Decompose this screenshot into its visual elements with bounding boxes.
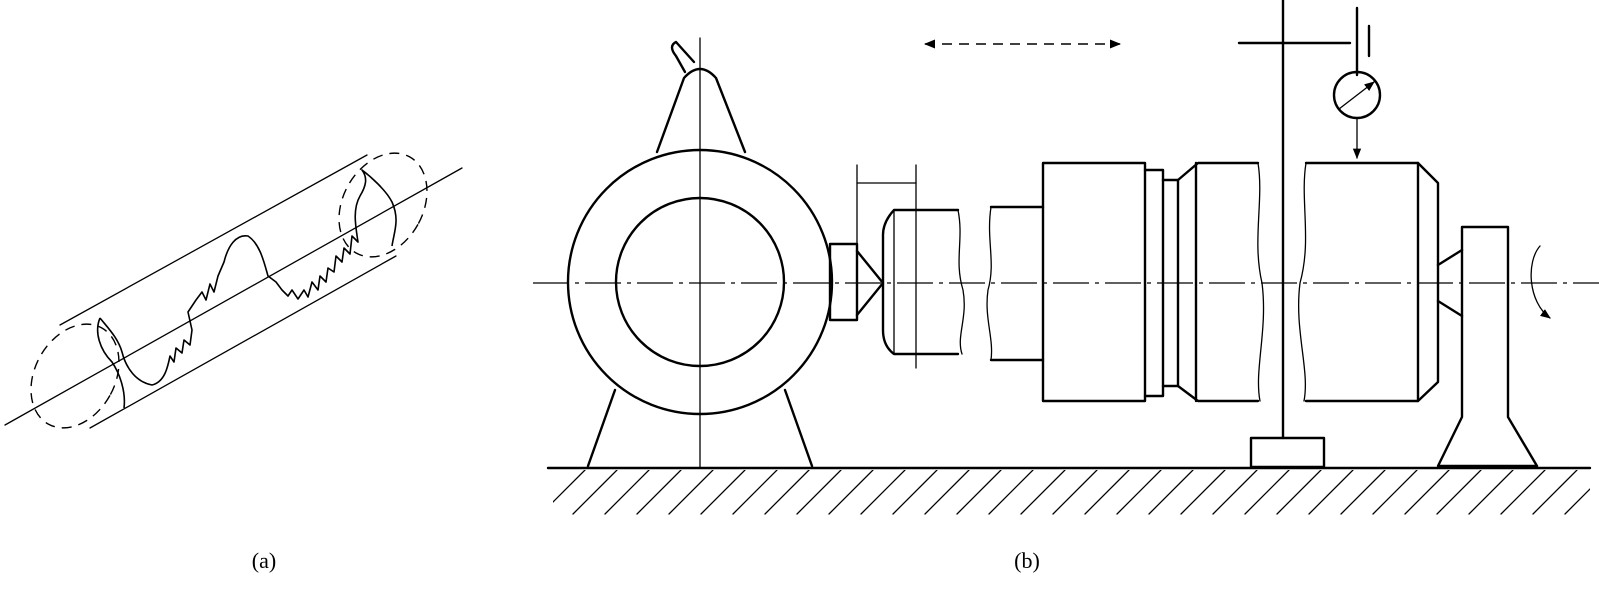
hatch-line — [828, 470, 874, 515]
hatch-line — [636, 470, 682, 515]
indicator-stand — [1237, 0, 1382, 469]
shaft-end-outline — [881, 208, 960, 356]
hatch-line — [860, 470, 906, 515]
hatch-line — [572, 470, 618, 515]
hatch-line — [1180, 470, 1226, 515]
headstock — [566, 37, 885, 469]
hatch-line — [604, 470, 650, 515]
headstock-handle — [670, 40, 696, 74]
dimension-bracket — [856, 164, 917, 369]
panel-b-setup — [533, 0, 1599, 515]
label-a: (a) — [252, 548, 276, 573]
break-line-4 — [1297, 162, 1307, 402]
workpiece-end-section — [881, 208, 965, 356]
hatch-line — [1564, 488, 1590, 515]
hatch-line — [1436, 470, 1482, 515]
hatch-line — [956, 470, 1002, 515]
left-end-ellipse — [30, 323, 120, 429]
hatch-line — [764, 470, 810, 515]
hatch-line — [796, 470, 842, 515]
section-wave — [96, 317, 126, 409]
hatch-line — [892, 470, 938, 515]
hatch-line — [553, 470, 586, 503]
headstock-left-leg — [586, 388, 617, 468]
workpiece-middle-section — [986, 161, 1265, 403]
hatch-line — [924, 470, 970, 515]
cylinder-axis — [4, 167, 463, 426]
hatch-line — [700, 470, 746, 515]
break-line-2 — [986, 206, 993, 361]
hatch-line — [1148, 470, 1194, 515]
panel-a-cylinder — [4, 152, 463, 429]
hatch-line — [1500, 470, 1546, 515]
hatch-line — [1340, 470, 1386, 515]
hatch-line — [1052, 470, 1098, 515]
tailstock — [1436, 225, 1539, 468]
hatch-line — [1244, 470, 1290, 515]
label-b: (b) — [1014, 548, 1040, 573]
hatch-line — [1372, 470, 1418, 515]
hatch-line — [732, 470, 778, 515]
right-end-ellipse — [338, 152, 428, 258]
collar-step — [1143, 168, 1165, 398]
measured-profile-curve — [99, 169, 397, 386]
break-line-3 — [1257, 162, 1265, 402]
groove — [1161, 178, 1180, 388]
break-line-1 — [957, 209, 965, 355]
cylinder-top-edge — [59, 154, 368, 326]
hatch-line — [988, 470, 1034, 515]
stand-base — [1249, 436, 1326, 469]
hatch-line — [1116, 470, 1162, 515]
dial-needle-arrow — [1338, 81, 1375, 110]
shoulder-chamfer — [1176, 161, 1260, 403]
hatch-line — [1468, 470, 1514, 515]
cylinder-bottom-edge — [89, 255, 397, 429]
tailstock-body — [1436, 225, 1539, 468]
workpiece-right-section — [1297, 161, 1464, 403]
floor-hatch — [553, 470, 1590, 515]
headstock-top-support — [655, 67, 747, 154]
hatch-line — [668, 470, 714, 515]
hatch-line — [1276, 470, 1322, 515]
headstock-right-leg — [783, 388, 814, 468]
right-cylinder-outline — [1304, 161, 1440, 403]
rotation-arrow — [1530, 245, 1551, 319]
hatch-line — [1308, 470, 1354, 515]
hatch-line — [1212, 470, 1258, 515]
hatch-line — [1084, 470, 1130, 515]
middle-shaft-edges — [989, 205, 1045, 362]
hatch-line — [1020, 470, 1066, 515]
large-collar — [1041, 161, 1147, 403]
hatch-line — [1404, 470, 1450, 515]
tailstock-center-point — [1436, 248, 1464, 318]
headstock-spindle-nose — [828, 242, 859, 322]
hatch-line — [1532, 470, 1578, 515]
